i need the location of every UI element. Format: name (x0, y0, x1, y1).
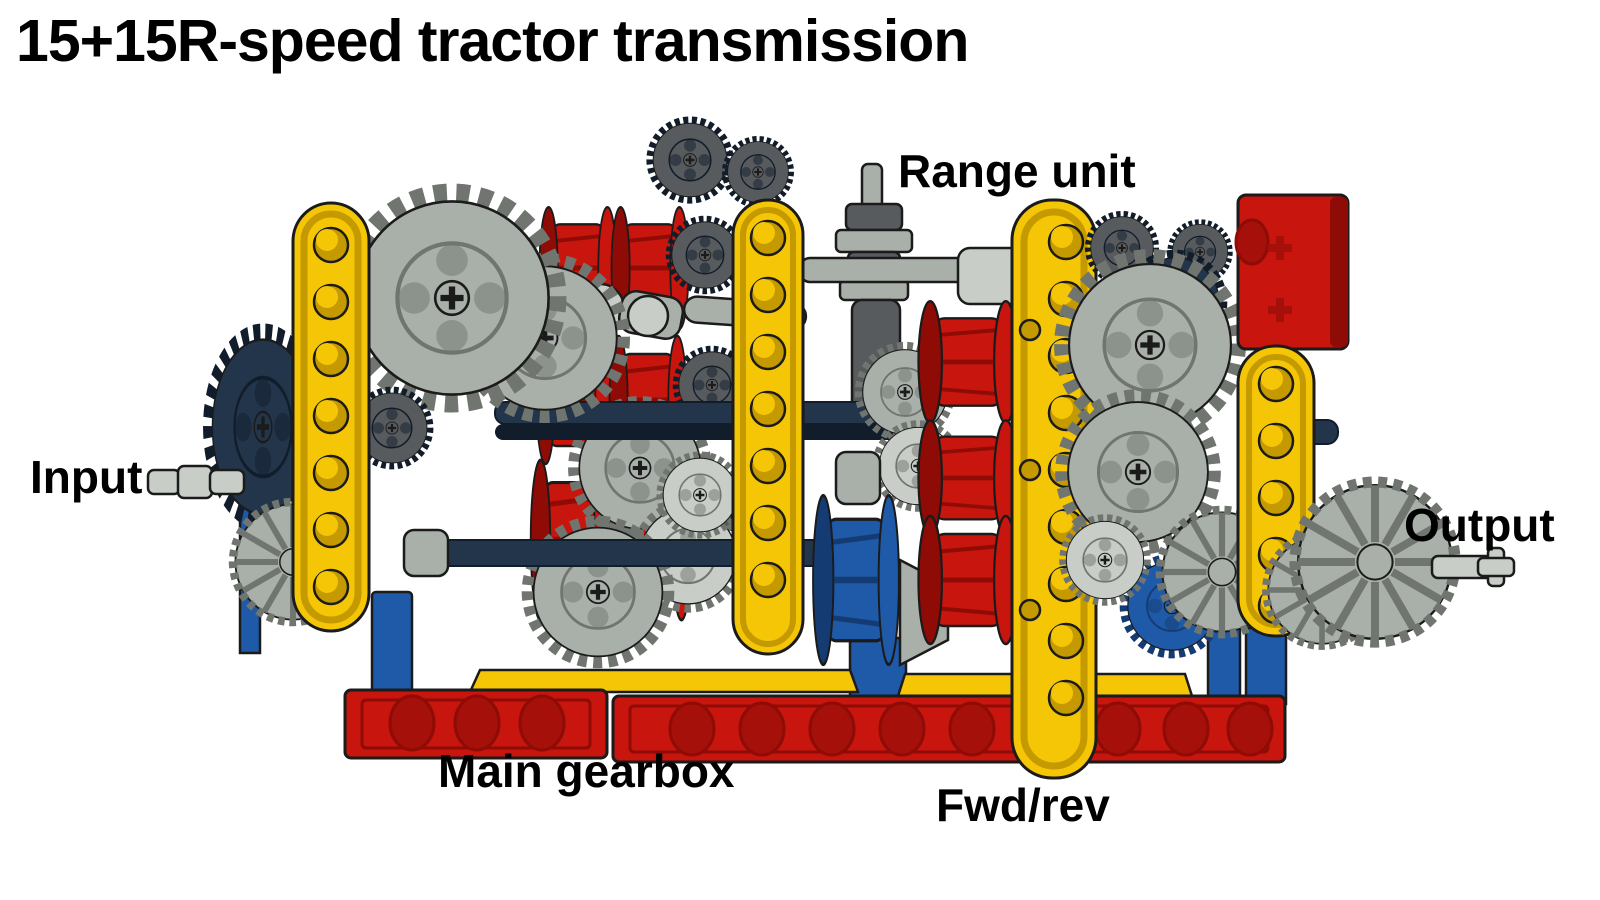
label-output: Output (1404, 499, 1555, 551)
left-beam (291, 201, 371, 633)
input-assembly (146, 330, 353, 622)
middle-beam (731, 198, 805, 656)
red-brick (1234, 193, 1350, 351)
label-fwd-rev: Fwd/rev (936, 779, 1110, 831)
label-main-gearbox: Main gearbox (438, 745, 735, 797)
fwdrev-clutch-gears (919, 301, 1018, 644)
range-gear-stack (834, 162, 914, 414)
input-axle (146, 464, 246, 500)
base-beam-left (343, 688, 609, 760)
page-title: 15+15R-speed tractor transmission (16, 8, 969, 74)
base-beam-right (611, 694, 1287, 764)
output-assembly (1266, 482, 1516, 646)
output-axle (1430, 546, 1516, 588)
label-range-unit: Range unit (898, 145, 1136, 197)
label-input: Input (30, 451, 143, 503)
